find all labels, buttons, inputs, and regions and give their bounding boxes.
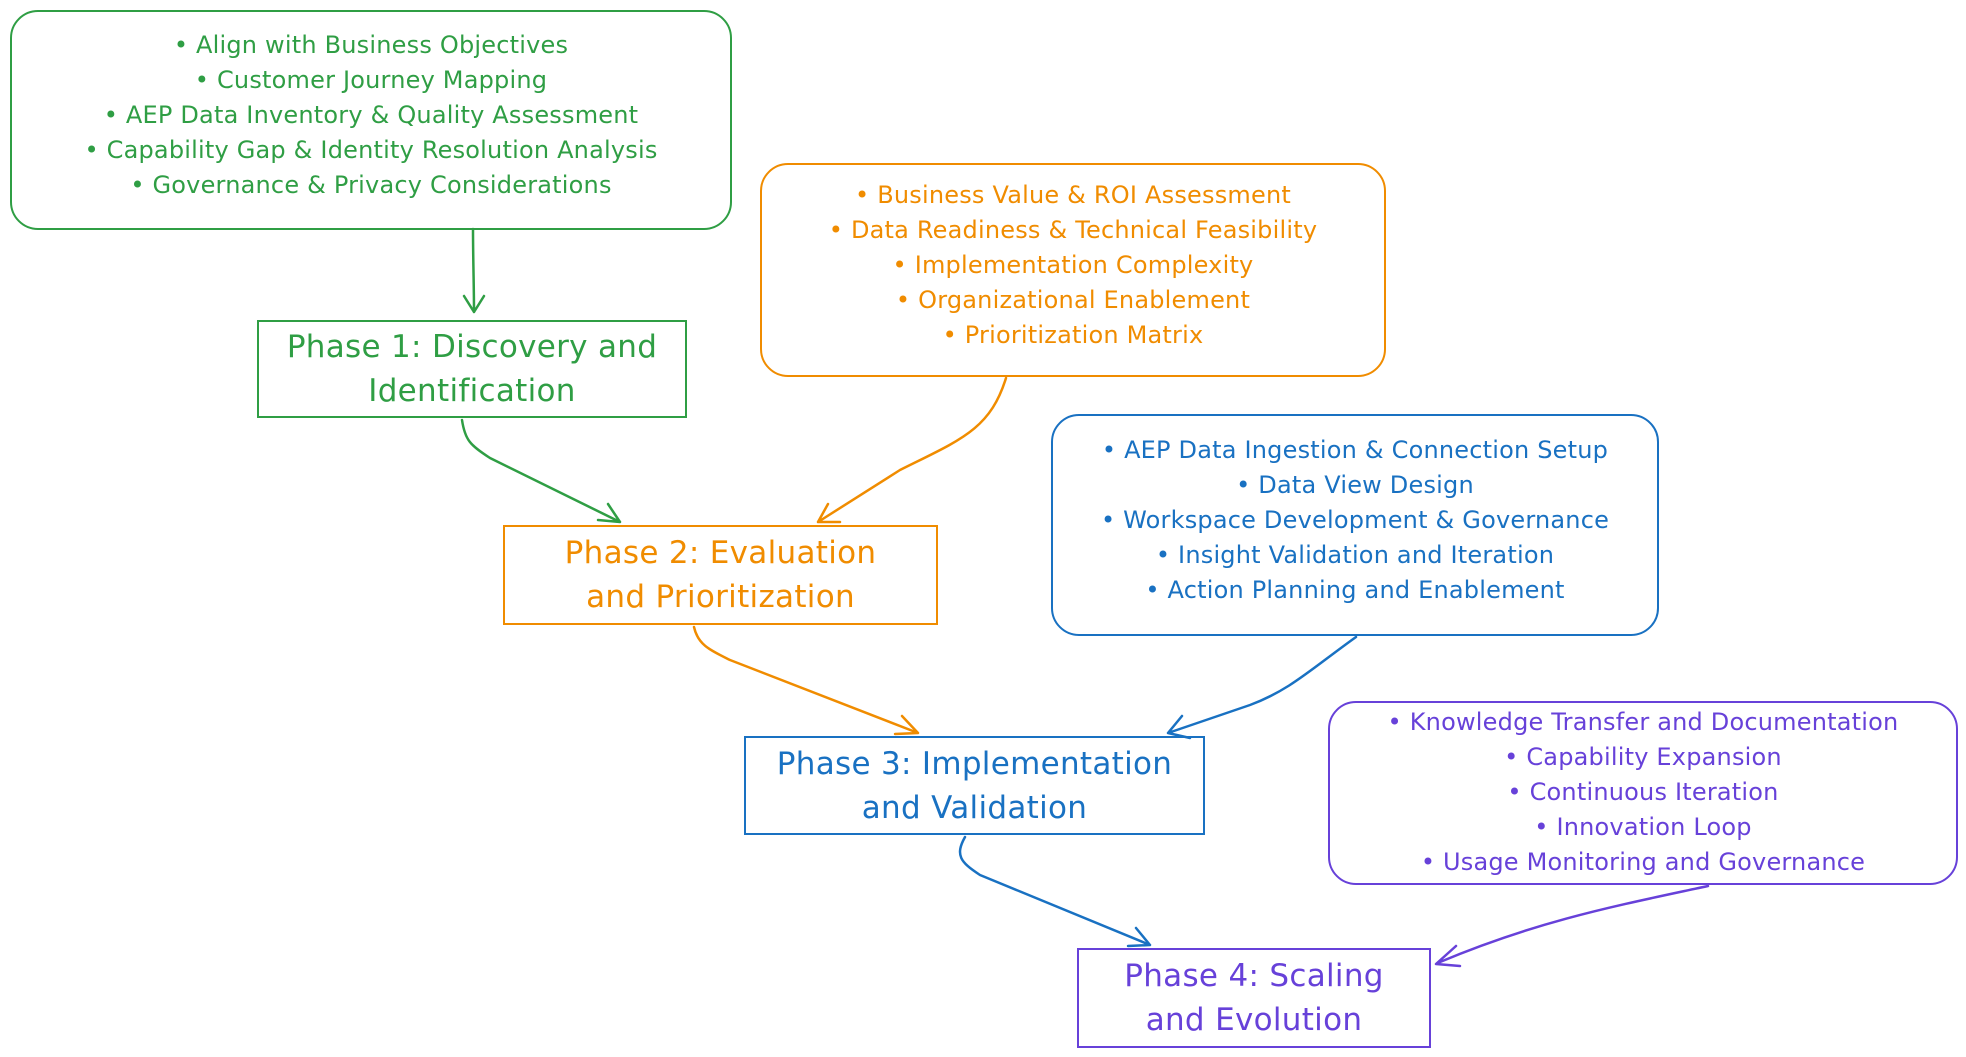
phase1-title-line2: Identification [368,373,576,409]
phase3-title-line2: and Validation [861,789,1088,826]
phase2-box: Phase 2: Evaluation and Prioritization [503,525,938,625]
phase4-title-line2: and Evolution [1145,1002,1363,1038]
detail-item: Business Value & ROI Assessment [829,178,1317,213]
detail-item: Knowledge Transfer and Documentation [1388,705,1899,740]
detail-item: AEP Data Ingestion & Connection Setup [1101,433,1609,468]
phase3-box: Phase 3: Implementation and Validation [744,736,1205,835]
arrow-phase3-to-phase4 [958,835,1152,948]
phase4-details-list: Knowledge Transfer and Documentation Cap… [1388,705,1899,880]
arrow-phase1-details-to-phase1 [462,227,486,314]
phase4-title-line1: Phase 4: Scaling [1124,958,1384,994]
arrow-phase1-to-phase2 [460,418,622,524]
phase1-details-note: Align with Business Objectives Customer … [10,10,732,230]
arrow-phase4-details-to-phase4 [1434,884,1710,968]
phase3-title-line1: Phase 3: Implementation [776,745,1173,782]
arrow-phase2-to-phase3 [692,625,920,736]
detail-item: Capability Expansion [1388,740,1899,775]
phase2-details-note: Business Value & ROI Assessment Data Rea… [760,163,1386,377]
phase3-details-list: AEP Data Ingestion & Connection Setup Da… [1101,433,1609,608]
detail-item: AEP Data Inventory & Quality Assessment [84,98,657,133]
phase4-details-note: Knowledge Transfer and Documentation Cap… [1328,701,1958,885]
detail-item: Action Planning and Enablement [1101,573,1609,608]
phase2-title-line2: and Prioritization [586,579,855,615]
phase1-box: Phase 1: Discovery and Identification [257,320,687,418]
detail-item: Governance & Privacy Considerations [84,168,657,203]
detail-item: Capability Gap & Identity Resolution Ana… [84,133,658,168]
detail-item: Organizational Enablement [829,283,1317,318]
phase1-title-line1: Phase 1: Discovery and [286,329,658,365]
phase4-box: Phase 4: Scaling and Evolution [1077,948,1431,1048]
phase1-details-list: Align with Business Objectives Customer … [84,28,658,203]
detail-item: Customer Journey Mapping [84,63,657,98]
detail-item: Workspace Development & Governance [1101,503,1609,538]
detail-item: Innovation Loop [1388,810,1899,845]
detail-item: Usage Monitoring and Governance [1388,845,1899,880]
detail-item: Continuous Iteration [1388,775,1899,810]
detail-item: Data View Design [1101,468,1609,503]
phase2-title-line1: Phase 2: Evaluation [564,535,877,571]
detail-item: Prioritization Matrix [829,318,1317,353]
detail-item: Implementation Complexity [829,248,1317,283]
phase3-details-note: AEP Data Ingestion & Connection Setup Da… [1051,414,1659,636]
arrow-phase2-details-to-phase2 [816,376,1008,524]
phase2-details-list: Business Value & ROI Assessment Data Rea… [829,178,1317,353]
detail-item: Insight Validation and Iteration [1101,538,1609,573]
detail-item: Data Readiness & Technical Feasibility [829,213,1317,248]
detail-item: Align with Business Objectives [84,28,657,63]
